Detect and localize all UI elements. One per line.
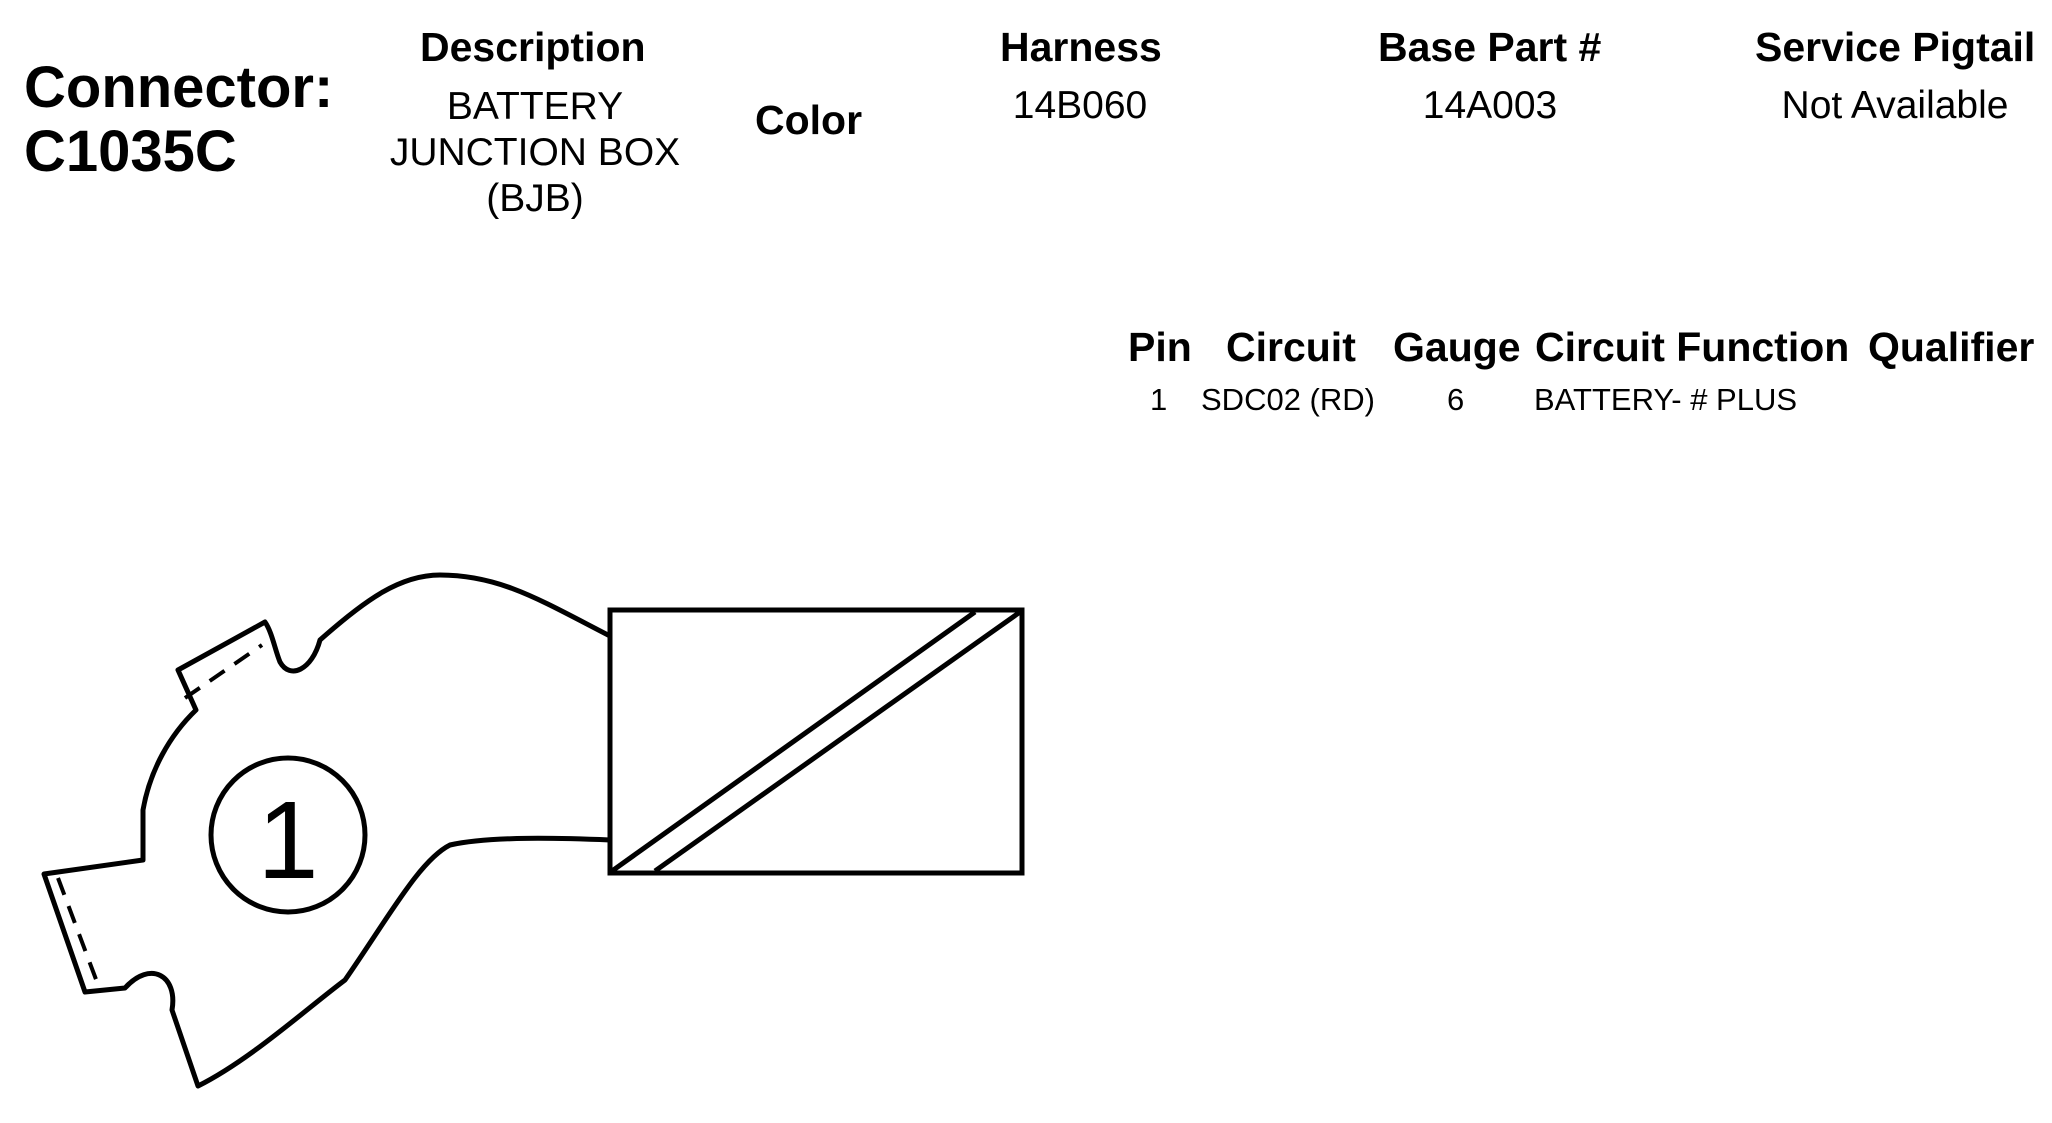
base-part-value: 14A003 (1422, 84, 1558, 127)
col-qualifier-header: Qualifier (1868, 324, 2035, 370)
terminal-outline (41, 572, 612, 1089)
connector-title: Connector: C1035C (24, 56, 333, 184)
description-line-1: BATTERY (446, 85, 624, 128)
row-function: BATTERY- # PLUS (1534, 382, 1798, 417)
service-pigtail-value: Not Available (1781, 84, 2009, 127)
row-circuit: SDC02 (RD) (1201, 382, 1375, 417)
wire-stripe-1 (610, 609, 977, 874)
col-pin-header: Pin (1128, 324, 1192, 370)
description-line-2: JUNCTION BOX (389, 131, 681, 174)
col-circuit-header: Circuit (1226, 324, 1356, 370)
description-header: Description (420, 24, 646, 70)
row-gauge: 6 (1447, 382, 1465, 417)
harness-header: Harness (1000, 24, 1162, 70)
color-header: Color (755, 97, 863, 143)
row-pin: 1 (1150, 382, 1168, 417)
service-pigtail-header: Service Pigtail (1755, 24, 2036, 70)
pin-circle (208, 755, 368, 915)
harness-value: 14B060 (1012, 84, 1148, 127)
tab-dash-lower (56, 877, 102, 991)
description-line-3: (BJB) (486, 177, 584, 220)
wire-stripe-2 (653, 609, 1022, 874)
connector-label: Connector: (24, 55, 334, 120)
table-row: 1 SDC02 (RD) 6 BATTERY- # PLUS (0, 382, 2052, 422)
wire-box (607, 607, 1025, 876)
col-function-header: Circuit Function (1535, 324, 1850, 370)
description-value: BATTERY JUNCTION BOX (BJB) (360, 84, 710, 222)
col-gauge-header: Gauge (1393, 324, 1521, 370)
base-part-header: Base Part # (1378, 24, 1602, 70)
connector-id: C1035C (24, 119, 237, 184)
pin-number: 1 (257, 779, 318, 902)
tab-dash-upper (183, 643, 264, 700)
